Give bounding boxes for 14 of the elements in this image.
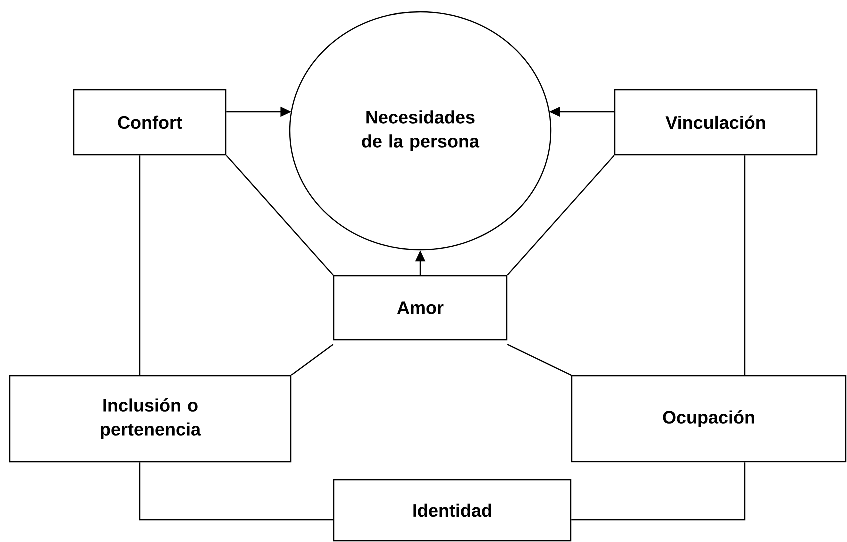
connector-line (139, 462, 334, 521)
concept-box: Confort (73, 89, 227, 156)
connector-line (507, 155, 615, 276)
connector-line (572, 462, 746, 521)
concept-box: Amor (333, 275, 508, 341)
connector-line (139, 156, 141, 376)
connector-line (744, 156, 746, 376)
connector-line (291, 344, 334, 376)
concept-box: Inclusión o pertenencia (9, 375, 292, 463)
concept-box: Vinculación (614, 89, 818, 156)
concept-box: Identidad (333, 479, 572, 542)
connector-line (226, 155, 334, 276)
connector-line (507, 344, 572, 376)
concept-box: Ocupación (571, 375, 847, 463)
